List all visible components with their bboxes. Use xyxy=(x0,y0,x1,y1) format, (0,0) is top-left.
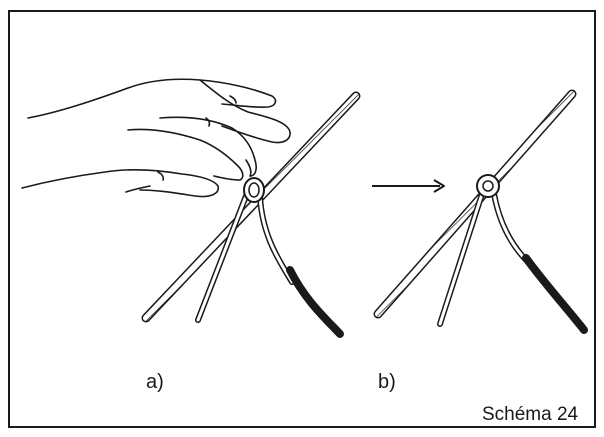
arrow-icon xyxy=(372,180,444,192)
figure-caption: Schéma 24 xyxy=(482,405,578,424)
panel-b-label: b) xyxy=(378,372,396,392)
panel-a-label: a) xyxy=(146,372,164,392)
panel-a-drawing xyxy=(22,79,356,334)
panel-b-drawing xyxy=(378,94,584,330)
